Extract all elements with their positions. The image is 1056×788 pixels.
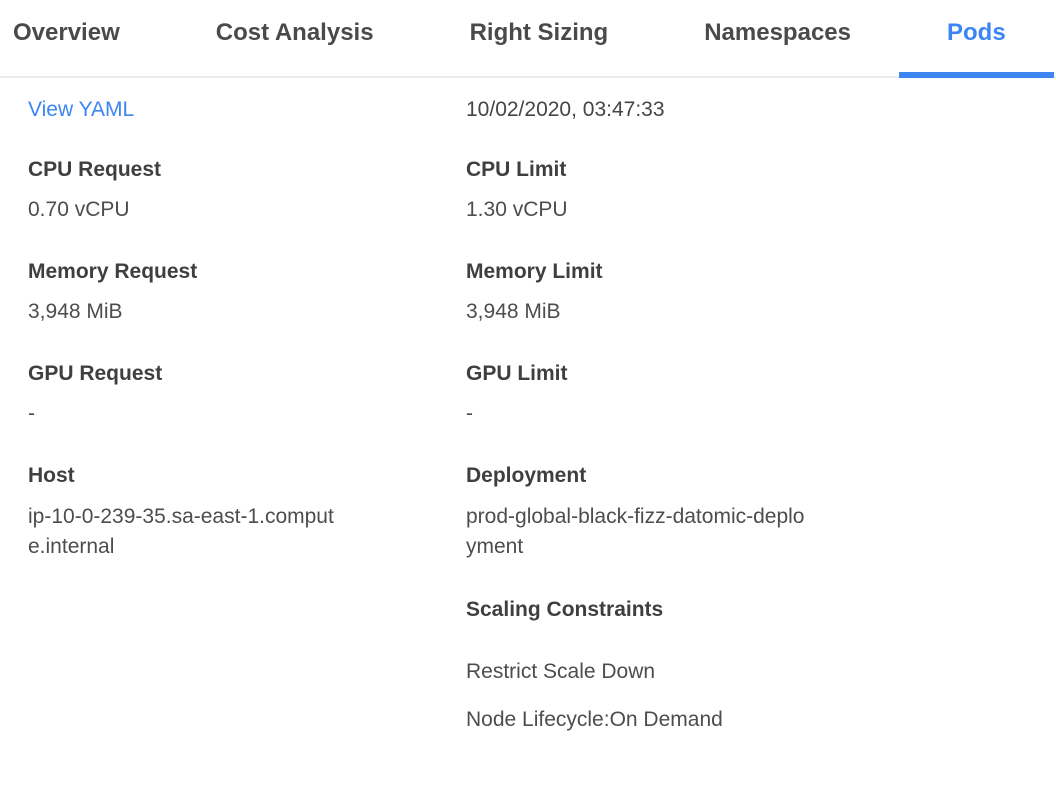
field-memory-request: Memory Request 3,948 MiB — [28, 258, 466, 326]
memory-request-label: Memory Request — [28, 260, 198, 283]
field-cpu-limit: CPU Limit 1.30 vCPU — [466, 156, 1028, 224]
tab-namespaces-label: Namespaces — [704, 19, 851, 46]
cpu-limit-label: CPU Limit — [466, 158, 567, 181]
deployment-label: Deployment — [466, 464, 587, 487]
cpu-request-value: 0.70 vCPU — [28, 198, 130, 221]
scaling-constraint-item: Restrict Scale Down — [466, 660, 656, 683]
memory-request-value: 3,948 MiB — [28, 300, 123, 323]
tab-pods-label: Pods — [946, 19, 1006, 46]
tab-overview-label: Overview — [13, 19, 120, 46]
gpu-limit-value: - — [466, 402, 473, 425]
memory-limit-label: Memory Limit — [466, 260, 603, 283]
field-cpu-request: CPU Request 0.70 vCPU — [28, 156, 466, 224]
pod-details-panel: View YAML 10/02/2020, 03:47:33 CPU Reque… — [0, 78, 1056, 788]
tab-namespaces[interactable]: Namespaces — [656, 0, 899, 76]
deployment-link[interactable]: prod-global-black-fizz-datomic-deploymen… — [466, 505, 805, 558]
tab-right-sizing[interactable]: Right Sizing — [422, 0, 657, 76]
tab-overview[interactable]: Overview — [0, 0, 168, 76]
scaling-constraint-item: Node Lifecycle:On Demand — [466, 708, 723, 731]
host-link[interactable]: ip-10-0-239-35.sa-east-1.compute.interna… — [28, 505, 334, 558]
tab-pods[interactable]: Pods — [898, 0, 1054, 78]
field-gpu-limit: GPU Limit - — [466, 360, 1028, 428]
gpu-limit-label: GPU Limit — [466, 362, 568, 385]
cpu-request-label: CPU Request — [28, 158, 162, 181]
view-yaml-link[interactable]: View YAML — [28, 98, 135, 121]
scaling-constraints-section: Scaling Constraints Restrict Scale Down … — [466, 596, 1028, 754]
cpu-limit-value: 1.30 vCPU — [466, 198, 568, 221]
field-deployment: Deployment prod-global-black-fizz-datomi… — [466, 462, 1028, 562]
fields-grid: CPU Request 0.70 vCPU CPU Limit 1.30 vCP… — [28, 156, 1028, 788]
field-host: Host ip-10-0-239-35.sa-east-1.compute.in… — [28, 462, 466, 562]
tab-cost-analysis-label: Cost Analysis — [215, 19, 374, 46]
gpu-request-value: - — [28, 402, 35, 425]
field-gpu-request: GPU Request - — [28, 360, 466, 428]
tab-bar: Overview Cost Analysis Right Sizing Name… — [0, 0, 1056, 78]
details-top-row: View YAML 10/02/2020, 03:47:33 — [28, 96, 1028, 124]
gpu-request-label: GPU Request — [28, 362, 163, 385]
last-updated-timestamp: 10/02/2020, 03:47:33 — [466, 98, 665, 121]
memory-limit-value: 3,948 MiB — [466, 300, 561, 323]
active-tab-indicator — [898, 72, 1054, 78]
scaling-constraints-title: Scaling Constraints — [466, 598, 664, 621]
tab-cost-analysis[interactable]: Cost Analysis — [168, 0, 422, 76]
field-memory-limit: Memory Limit 3,948 MiB — [466, 258, 1028, 326]
host-label: Host — [28, 464, 75, 487]
tab-right-sizing-label: Right Sizing — [469, 19, 609, 46]
